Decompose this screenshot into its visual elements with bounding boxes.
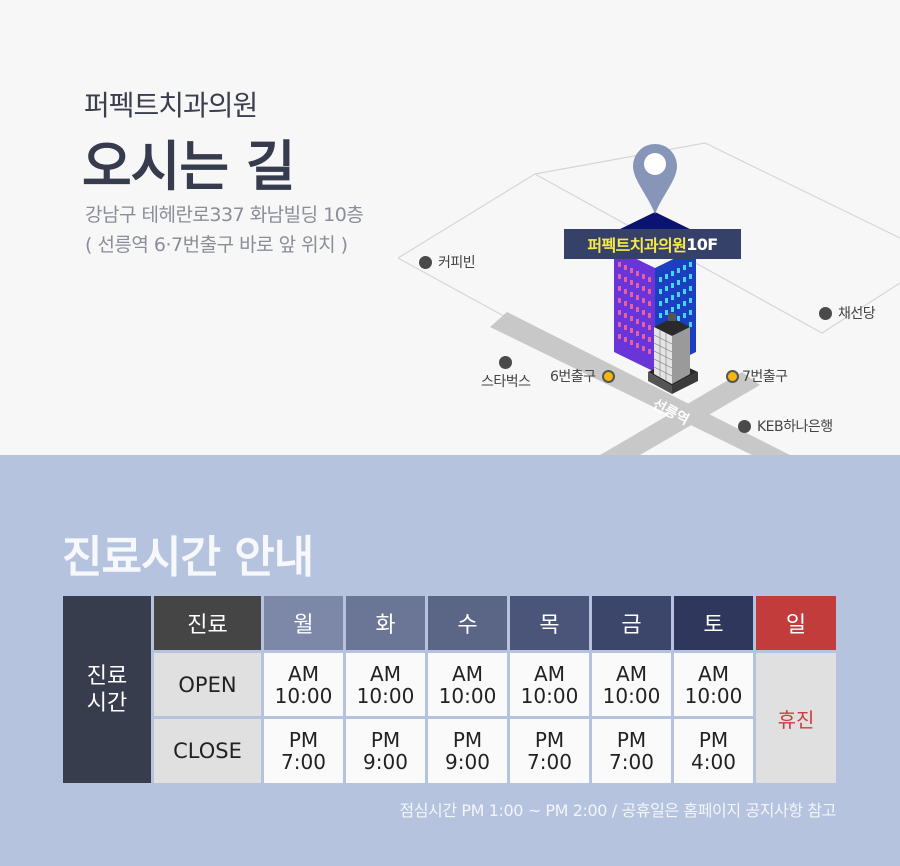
poi-dot-icon: [419, 255, 432, 269]
exit-dot-icon: [726, 369, 739, 383]
header-day-tue: 화: [346, 596, 425, 650]
poi-dot-icon: [819, 306, 832, 320]
poi-exit-7: 7번출구: [726, 366, 788, 386]
ampm: PM: [698, 728, 729, 752]
poi-label: 채선당: [838, 306, 876, 322]
poi-coffeebean: 커피빈: [419, 252, 476, 272]
time: 10:00: [274, 683, 333, 708]
time: 7:00: [609, 750, 654, 774]
address-note: ( 선릉역 6·7번출구 바로 앞 위치 ): [85, 234, 348, 256]
ampm: PM: [370, 728, 401, 752]
time: 10:00: [602, 683, 661, 708]
address: 강남구 테헤란로337 화남빌딩 10층: [85, 204, 364, 226]
building-label-name: 퍼펙트치과의원: [587, 236, 687, 255]
clinic-name: 퍼펙트치과의원: [84, 89, 258, 122]
lunch-holiday-note: 점심시간 PM 1:00 ~ PM 2:00 / 공휴일은 홈페이지 공지사항 …: [399, 801, 836, 820]
hours-title: 진료시간 안내: [62, 532, 314, 583]
ampm: AM: [452, 661, 483, 686]
time: 9:00: [363, 750, 408, 774]
ampm: PM: [452, 728, 483, 752]
header-day-mon: 월: [264, 596, 343, 650]
time: 7:00: [281, 750, 326, 774]
time: 4:00: [691, 750, 736, 774]
poi-label: 7번출구: [742, 369, 788, 385]
ampm: AM: [288, 661, 319, 686]
time: 10:00: [520, 683, 579, 708]
poi-exit-6: 6번출구: [550, 366, 615, 386]
ampm: AM: [534, 661, 565, 686]
map-roads: [490, 312, 790, 455]
poi-label: 6번출구: [550, 369, 596, 385]
time: 10:00: [438, 683, 497, 708]
location-pin-icon: [633, 144, 677, 214]
time: 9:00: [445, 750, 490, 774]
side-label-line1: 진료: [86, 663, 128, 689]
poi-label: KEB하나은행: [757, 419, 833, 435]
header-day-sat: 토: [674, 596, 753, 650]
page-title: 오시는 길: [82, 135, 296, 198]
exit-dot-icon: [601, 369, 615, 383]
header-corner: 진료: [154, 596, 261, 650]
ampm: AM: [370, 661, 401, 686]
ampm: PM: [288, 728, 319, 752]
side-label-line2: 시간: [86, 690, 128, 716]
map-illustration: 선릉역: [397, 142, 900, 455]
sunday-closed: 휴진: [756, 653, 836, 783]
row-label-open: OPEN: [154, 653, 261, 716]
header-day-thu: 목: [510, 596, 589, 650]
ampm: AM: [698, 661, 729, 686]
time: 10:00: [684, 683, 743, 708]
ampm: PM: [616, 728, 647, 752]
poi-starbucks: 스타벅스: [481, 356, 531, 391]
time: 10:00: [356, 683, 415, 708]
header-day-fri: 금: [592, 596, 671, 650]
building-label-floor: 10F: [686, 234, 718, 254]
header-day-wed: 수: [428, 596, 507, 650]
poi-keb-bank: KEB하나은행: [738, 416, 833, 436]
row-label-close: CLOSE: [154, 719, 261, 783]
time: 7:00: [527, 750, 572, 774]
poi-chaeseondang: 채선당: [819, 303, 876, 323]
address-block: 강남구 테헤란로337 화남빌딩 10층 ( 선릉역 6·7번출구 바로 앞 위…: [85, 200, 364, 260]
poi-label: 커피빈: [438, 255, 476, 271]
header-day-sun: 일: [756, 596, 836, 650]
poi-dot-icon: [738, 419, 751, 433]
small-building-icon: [648, 313, 698, 394]
hours-side-label: 진료 시간: [63, 596, 151, 783]
poi-dot-icon: [499, 356, 513, 369]
ampm: AM: [616, 661, 647, 686]
ampm: PM: [534, 728, 565, 752]
poi-label: 스타벅스: [481, 374, 531, 390]
directions-section: 선릉역: [82, 89, 900, 455]
